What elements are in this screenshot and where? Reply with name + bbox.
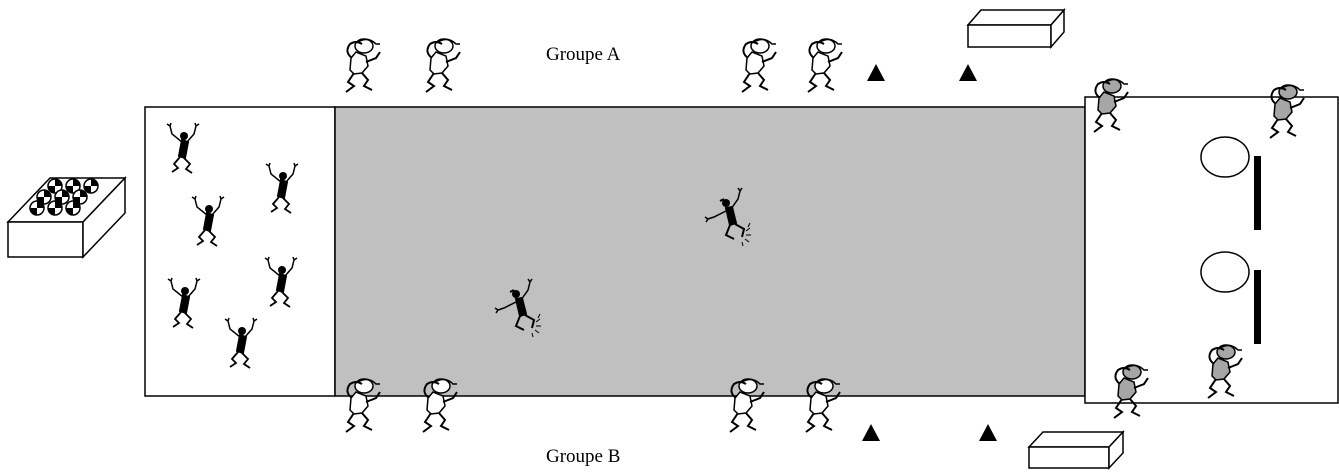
wall-bar-icon: [1254, 270, 1261, 344]
cone-triangle-icon: [959, 64, 977, 81]
hoop-icon: [1200, 136, 1250, 178]
group-a-player: [741, 38, 777, 93]
box-icon: [966, 7, 1066, 50]
hoop-icon: [1200, 251, 1250, 293]
cone-triangle-icon: [979, 424, 997, 441]
group-b-label: Groupe B: [546, 446, 621, 467]
cone-triangle-icon: [867, 64, 885, 81]
group-a-player: [345, 38, 381, 93]
ball-crate-icon: [6, 176, 127, 259]
playing-field: [334, 106, 1086, 397]
box-icon: [1027, 430, 1125, 470]
group-a-player: [425, 38, 461, 93]
group-a-player: [807, 38, 843, 93]
group-a-label: Groupe A: [546, 44, 621, 65]
wall-bar-icon: [1254, 156, 1261, 230]
cone-triangle-icon: [862, 424, 880, 441]
